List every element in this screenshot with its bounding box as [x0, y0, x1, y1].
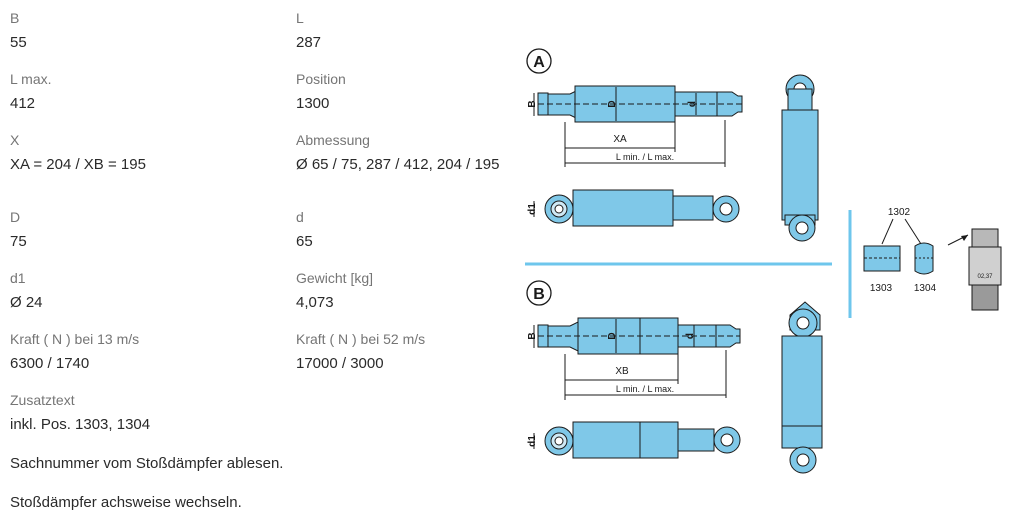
- shock-absorber-diagram: A B D d XA L min. / L max.: [525, 48, 1002, 474]
- mount-detail: 02,37: [947, 228, 1002, 311]
- svg-text:L min. / L max.: L min. / L max.: [616, 384, 674, 394]
- spec-kraft-52: Kraft ( N ) bei 52 m/s 17000 / 3000: [296, 331, 425, 373]
- spec-d-small: d 65: [296, 209, 313, 251]
- spec-b: B 55: [10, 10, 27, 52]
- svg-text:XA: XA: [613, 134, 627, 145]
- spec-value: 6300 / 1740: [10, 355, 90, 372]
- dimension-l-b: L min. / L max.: [565, 350, 727, 398]
- spec-value: Ø 65 / 75, 287 / 412, 204 / 195: [296, 156, 500, 173]
- spec-value: 75: [10, 233, 27, 250]
- spec-position: Position 1300: [296, 71, 346, 113]
- spec-lmax: L max. 412: [10, 71, 52, 113]
- spec-l: L 287: [296, 10, 321, 52]
- spec-label: X: [10, 132, 20, 148]
- section-b-label: B: [533, 286, 545, 303]
- dimension-xa: XA: [564, 122, 676, 167]
- dimension-d-a: D: [607, 87, 618, 121]
- section-b-badge: B: [526, 280, 552, 306]
- spec-label: Abmessung: [296, 132, 370, 148]
- spec-label: Zusatztext: [10, 392, 75, 408]
- shock-side-view-b: [537, 317, 741, 355]
- spec-value: 412: [10, 95, 36, 112]
- dimension-xb: XB: [564, 354, 679, 400]
- spec-kraft-13: Kraft ( N ) bei 13 m/s 6300 / 1740: [10, 331, 139, 373]
- svg-text:D: D: [607, 332, 618, 339]
- svg-text:XB: XB: [615, 366, 629, 377]
- svg-text:1302: 1302: [888, 207, 911, 218]
- svg-text:02,37: 02,37: [977, 274, 993, 280]
- spec-value: 4,073: [296, 294, 334, 311]
- spec-value: Ø 24: [10, 294, 43, 311]
- spec-value: XA = 204 / XB = 195: [10, 156, 146, 173]
- spec-value: 1300: [296, 95, 330, 112]
- svg-text:d: d: [685, 333, 696, 339]
- shock-side-view-a: [537, 85, 743, 123]
- part-1302-callout: 1302: [881, 207, 922, 245]
- spec-value: 17000 / 3000: [296, 355, 384, 372]
- spec-d-big: D 75: [10, 209, 27, 251]
- spec-label: Position: [296, 71, 346, 87]
- bushing-1304: 1304: [914, 242, 937, 294]
- dimension-d1-a: d1: [527, 201, 538, 217]
- svg-text:d1: d1: [527, 435, 538, 447]
- spec-label: L: [296, 10, 304, 26]
- dimension-b-a: B: [527, 93, 538, 116]
- dimension-l-a: L min. / L max.: [565, 120, 726, 167]
- dimension-b-b: B: [527, 325, 538, 348]
- bushing-1303: 1303: [863, 245, 901, 294]
- spec-label: L max.: [10, 71, 52, 87]
- shock-front-view-a: [544, 189, 740, 227]
- section-a-badge: A: [526, 48, 552, 74]
- spec-value: 287: [296, 34, 322, 51]
- spec-label: B: [10, 10, 20, 26]
- svg-text:B: B: [527, 100, 538, 107]
- spec-x: X XA = 204 / XB = 195: [10, 132, 146, 174]
- shock-vertical-b: [781, 301, 823, 474]
- shock-front-view-b: [544, 421, 741, 459]
- svg-text:D: D: [607, 100, 618, 107]
- spec-label: d1: [10, 270, 26, 286]
- svg-text:d1: d1: [527, 203, 538, 215]
- spec-label: Gewicht [kg]: [296, 270, 374, 286]
- spec-label: D: [10, 209, 21, 225]
- shock-vertical-a: [781, 74, 819, 242]
- note-replace-per-axle: Stoßdämpfer achsweise wechseln.: [10, 494, 242, 511]
- spec-value: inkl. Pos. 1303, 1304: [10, 416, 151, 433]
- spec-value: 55: [10, 34, 27, 51]
- spec-label: Kraft ( N ) bei 13 m/s: [10, 331, 140, 347]
- dimension-d-b: D: [607, 319, 618, 353]
- dimension-small-d-b: d: [685, 325, 696, 347]
- spec-value: 65: [296, 233, 313, 250]
- dimension-small-d-a: d: [687, 93, 698, 115]
- spec-label: Kraft ( N ) bei 52 m/s: [296, 331, 426, 347]
- svg-text:1304: 1304: [914, 283, 937, 294]
- spec-abmessung: Abmessung Ø 65 / 75, 287 / 412, 204 / 195: [296, 132, 500, 174]
- dimension-d1-b: d1: [527, 433, 538, 449]
- svg-text:B: B: [527, 332, 538, 339]
- note-read-part-number: Sachnummer vom Stoßdämpfer ablesen.: [10, 455, 284, 472]
- svg-text:1303: 1303: [870, 283, 893, 294]
- section-a-label: A: [533, 54, 545, 71]
- spec-zusatztext: Zusatztext inkl. Pos. 1303, 1304: [10, 392, 150, 434]
- spec-gewicht: Gewicht [kg] 4,073: [296, 270, 373, 312]
- spec-d1: d1 Ø 24: [10, 270, 43, 312]
- svg-text:L min. / L max.: L min. / L max.: [616, 152, 674, 162]
- svg-text:d: d: [687, 101, 698, 107]
- spec-label: d: [296, 209, 304, 225]
